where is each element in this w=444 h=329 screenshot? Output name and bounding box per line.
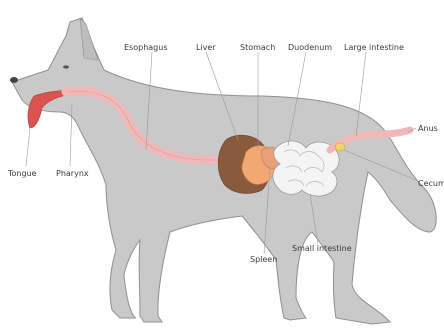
dog-nose xyxy=(10,77,18,83)
label-anus: Anus xyxy=(418,124,438,133)
dog-eye xyxy=(63,65,69,68)
label-tongue: Tongue xyxy=(7,169,37,178)
label-large-intestine: Large intestine xyxy=(344,43,404,52)
label-liver: Liver xyxy=(196,43,216,52)
label-duodenum: Duodenum xyxy=(288,43,332,52)
cecum-organ xyxy=(335,143,345,151)
label-stomach: Stomach xyxy=(240,43,275,52)
label-cecum: Cecum xyxy=(418,179,444,188)
label-small-intestine: Small intestine xyxy=(292,244,352,253)
label-esophagus: Esophagus xyxy=(124,43,167,52)
label-spleen: Spleen xyxy=(250,255,277,264)
label-pharynx: Pharynx xyxy=(56,169,89,178)
